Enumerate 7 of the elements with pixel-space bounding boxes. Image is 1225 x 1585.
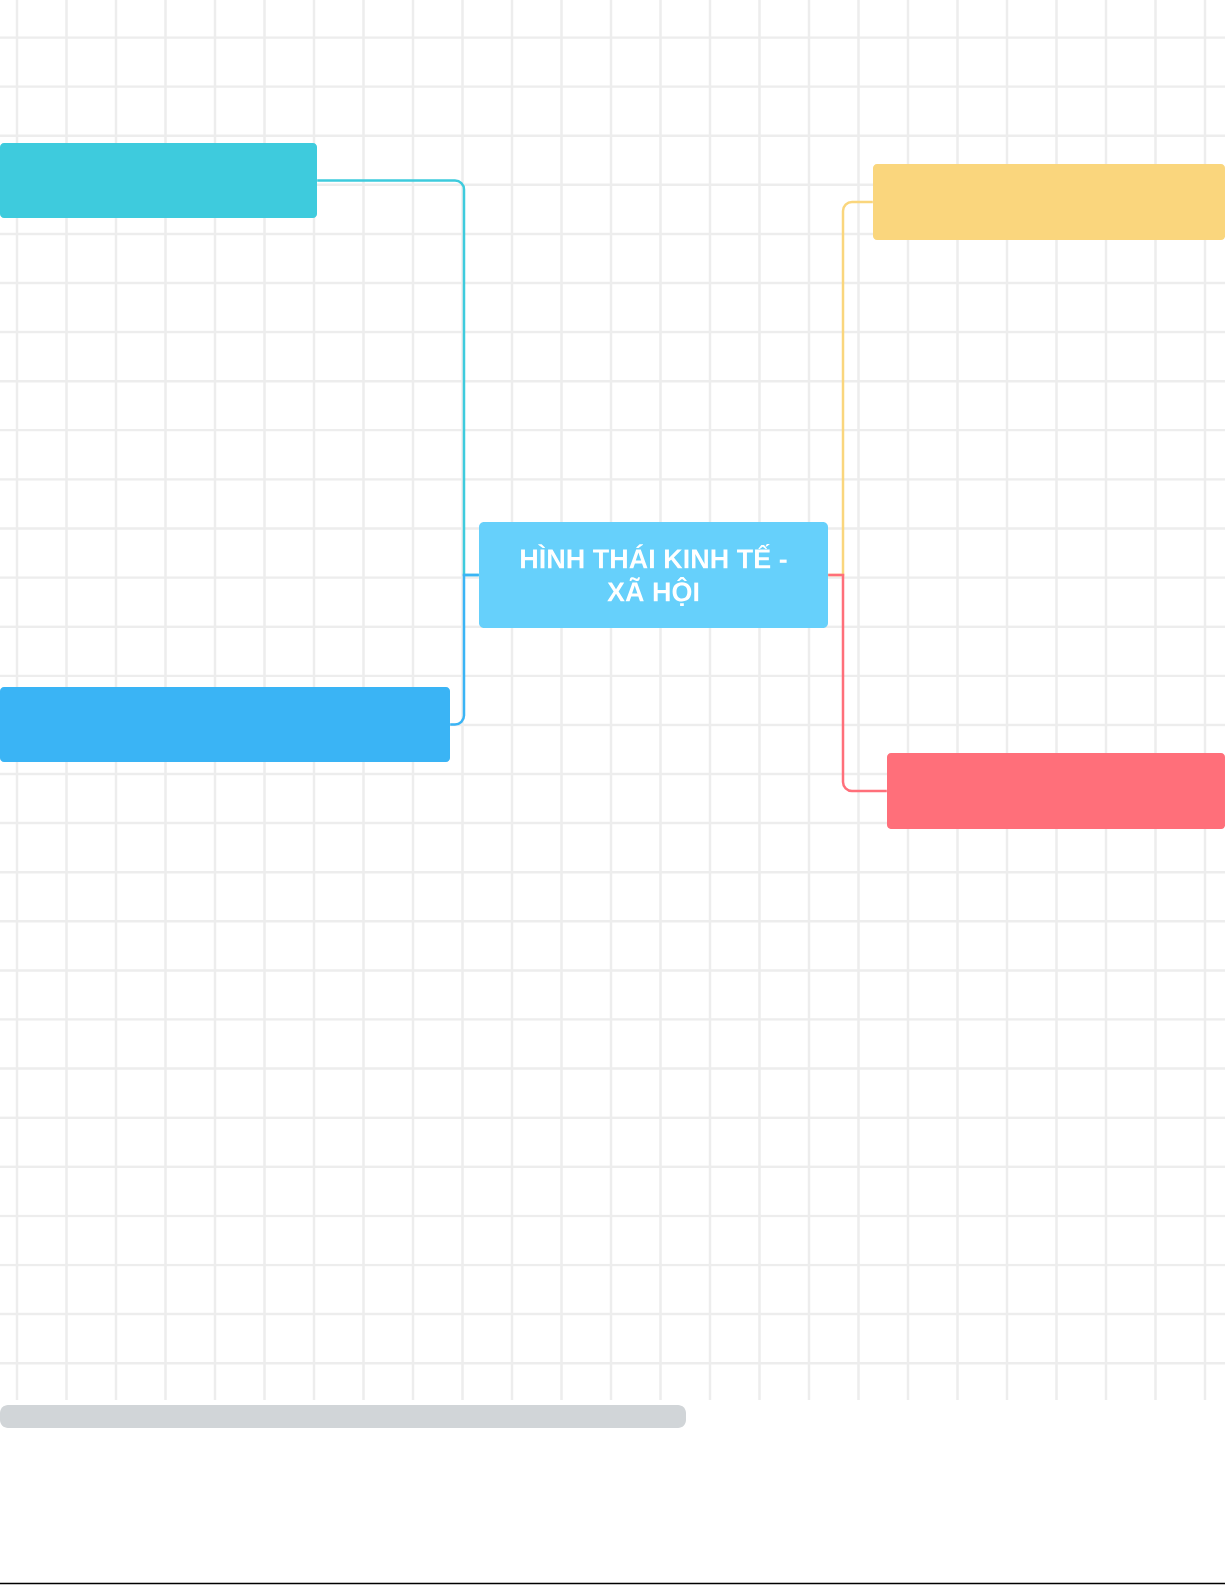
connector-line bbox=[828, 573, 887, 793]
topic-box: HÌNH THÁI KINH TẾ - XÃ HỘI bbox=[479, 522, 828, 628]
branch-box bbox=[0, 143, 317, 218]
branch-box bbox=[887, 753, 1225, 829]
branch-box bbox=[0, 687, 450, 762]
connector-line bbox=[450, 573, 479, 726]
branch-box bbox=[873, 164, 1225, 240]
